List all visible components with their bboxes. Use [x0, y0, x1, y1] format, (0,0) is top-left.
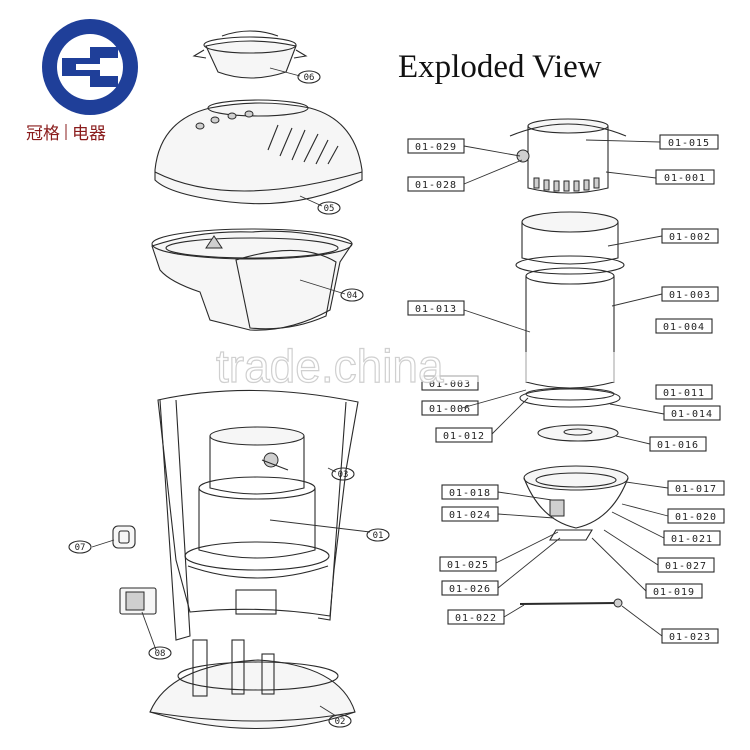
svg-text:01-004: 01-004: [663, 322, 705, 333]
svg-text:01-003: 01-003: [429, 379, 471, 390]
watermark-text: trade.china: [216, 340, 444, 392]
svg-text:01-001: 01-001: [664, 173, 706, 184]
svg-text:01-021: 01-021: [671, 534, 713, 545]
part-04-chute-bowl: [151, 228, 353, 331]
label-01-028: 01-028: [407, 176, 465, 192]
callout-06: 06: [297, 70, 321, 84]
svg-text:01-020: 01-020: [675, 512, 717, 523]
label-01-004: 01-004: [655, 318, 713, 334]
svg-text:07: 07: [75, 543, 86, 553]
brand-name-cn: 冠格: [26, 124, 60, 144]
callout-03: 03: [331, 467, 355, 481]
callout-07: 07: [68, 540, 92, 554]
watermark-band: [170, 352, 730, 382]
svg-text:01-002: 01-002: [669, 232, 711, 243]
svg-text:01-003: 01-003: [669, 290, 711, 301]
svg-text:01-011: 01-011: [663, 388, 705, 399]
svg-text:01-023: 01-023: [669, 632, 711, 643]
label-01-019: 01-019: [645, 583, 703, 599]
svg-text:04: 04: [347, 291, 358, 301]
leader-07: [91, 539, 115, 548]
svg-text:01-018: 01-018: [449, 488, 491, 499]
right-labels: 01-029 01-015 01-028 01-001 01-002 01-00…: [407, 134, 725, 644]
brand-suffix-cn: 电器: [72, 124, 106, 144]
svg-text:01-028: 01-028: [415, 180, 457, 191]
label-01-014: 01-014: [663, 405, 721, 421]
svg-text:01-027: 01-027: [665, 561, 707, 572]
part-07-knob: [112, 525, 136, 549]
svg-text:05: 05: [324, 204, 335, 214]
leader-05: [299, 195, 323, 207]
leader-06: [269, 67, 301, 77]
callout-04: 04: [340, 288, 364, 302]
callout-08: 08: [148, 646, 172, 660]
label-01-027: 01-027: [657, 557, 715, 573]
svg-text:01-024: 01-024: [449, 510, 491, 521]
svg-text:01-017: 01-017: [675, 484, 717, 495]
leader-08: [141, 611, 157, 651]
left-callouts: 06 05 04 03 01 07 08 02: [68, 70, 390, 728]
svg-text:06: 06: [304, 73, 315, 83]
svg-text:01-013: 01-013: [415, 304, 457, 315]
label-01-015: 01-015: [659, 134, 719, 150]
label-01-012: 01-012: [435, 427, 493, 443]
right-leaders: [461, 139, 669, 637]
part-01-chamber: [184, 426, 330, 615]
right-assembly: [509, 118, 629, 608]
part-05-dome-cover: [154, 99, 363, 205]
svg-text:08: 08: [155, 649, 166, 659]
leader-01: [269, 519, 371, 533]
svg-text:01-014: 01-014: [671, 409, 713, 420]
label-01-001: 01-001: [655, 169, 715, 185]
brand-logo: [42, 19, 138, 115]
svg-text:01-026: 01-026: [449, 584, 491, 595]
svg-text:03: 03: [338, 470, 349, 480]
label-01-017: 01-017: [667, 480, 725, 496]
leader-02: [319, 705, 337, 717]
logo-glyph-cut: [76, 64, 104, 70]
svg-text:01-025: 01-025: [447, 560, 489, 571]
label-01-026: 01-026: [441, 580, 499, 596]
label-01-002: 01-002: [661, 228, 719, 244]
svg-text:01-022: 01-022: [455, 613, 497, 624]
svg-text:01: 01: [373, 531, 384, 541]
leader-03: [327, 467, 337, 473]
label-01-029: 01-029: [407, 138, 465, 154]
callout-02: 02: [328, 714, 352, 728]
part-03-housing: [157, 389, 359, 641]
part-02-base: [149, 639, 356, 729]
callout-01: 01: [366, 528, 390, 542]
label-01-013: 01-013: [407, 300, 465, 316]
svg-text:01-015: 01-015: [668, 138, 710, 149]
label-01-021: 01-021: [663, 530, 721, 546]
svg-text:01-016: 01-016: [657, 440, 699, 451]
label-01-006: 01-006: [421, 400, 479, 416]
leader-04: [299, 279, 346, 295]
label-01-011: 01-011: [655, 384, 713, 400]
label-01-022: 01-022: [447, 609, 505, 625]
label-01-016: 01-016: [649, 436, 707, 452]
svg-text:01-029: 01-029: [415, 142, 457, 153]
svg-text:01-019: 01-019: [653, 587, 695, 598]
label-01-018: 01-018: [441, 484, 499, 500]
svg-text:01-012: 01-012: [443, 431, 485, 442]
part-08-switch: [119, 587, 157, 615]
label-01-020: 01-020: [667, 508, 725, 524]
diagram-title: Exploded View: [398, 49, 602, 85]
label-01-003-upper: 01-003: [661, 286, 719, 302]
label-01-023: 01-023: [661, 628, 719, 644]
svg-text:01-006: 01-006: [429, 404, 471, 415]
part-06-measuring-cup: [192, 30, 308, 79]
label-01-024: 01-024: [441, 506, 499, 522]
svg-text:02: 02: [335, 717, 346, 727]
callout-05: 05: [317, 201, 341, 215]
label-01-025: 01-025: [439, 556, 497, 572]
